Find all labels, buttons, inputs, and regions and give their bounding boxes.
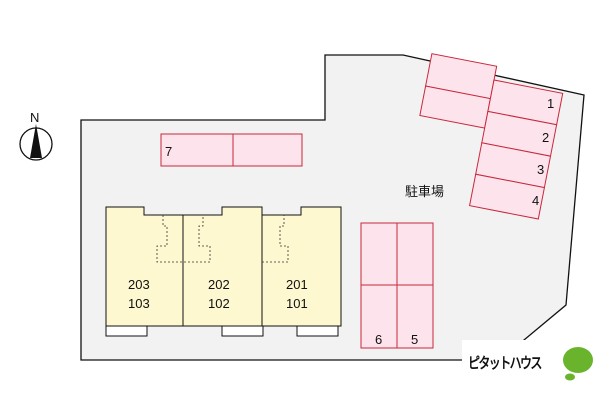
parking-label-2: 2 <box>542 130 549 145</box>
parking-label-7: 7 <box>165 144 172 159</box>
parking-label-5: 5 <box>411 332 418 347</box>
unit-label-upper: 202 <box>208 277 230 292</box>
north-compass-icon: N <box>19 110 53 161</box>
parking-space-4 <box>468 173 545 220</box>
parking-label-4: 4 <box>532 193 539 208</box>
pitat-house-logo: ピタットハウス <box>462 340 596 388</box>
parking-lot-label: 駐車場 <box>405 184 444 199</box>
parking-space-5 <box>396 284 434 349</box>
unit-202-102: 202 102 <box>208 277 230 311</box>
parking-spaces-5-6 <box>360 222 434 349</box>
unit-label-lower: 102 <box>208 296 230 311</box>
parking-label-1: 1 <box>547 96 554 111</box>
unit-label-upper: 203 <box>128 277 150 292</box>
unit-label-lower: 101 <box>286 296 308 311</box>
parking-space-6 <box>360 284 398 349</box>
logo-text: ピタットハウス <box>468 354 542 372</box>
parking-spaces-1-4 <box>419 53 564 220</box>
parking-label-3: 3 <box>537 162 544 177</box>
compass-label: N <box>30 110 39 125</box>
unit-203-103: 203 103 <box>128 277 150 311</box>
parking-space-7 <box>160 133 303 167</box>
speech-bubble-icon <box>563 347 593 381</box>
parking-label-6: 6 <box>375 332 382 347</box>
unit-201-101: 201 101 <box>286 277 308 311</box>
unit-label-lower: 103 <box>128 296 150 311</box>
apartment-building <box>105 206 342 337</box>
unit-label-upper: 201 <box>286 277 308 292</box>
